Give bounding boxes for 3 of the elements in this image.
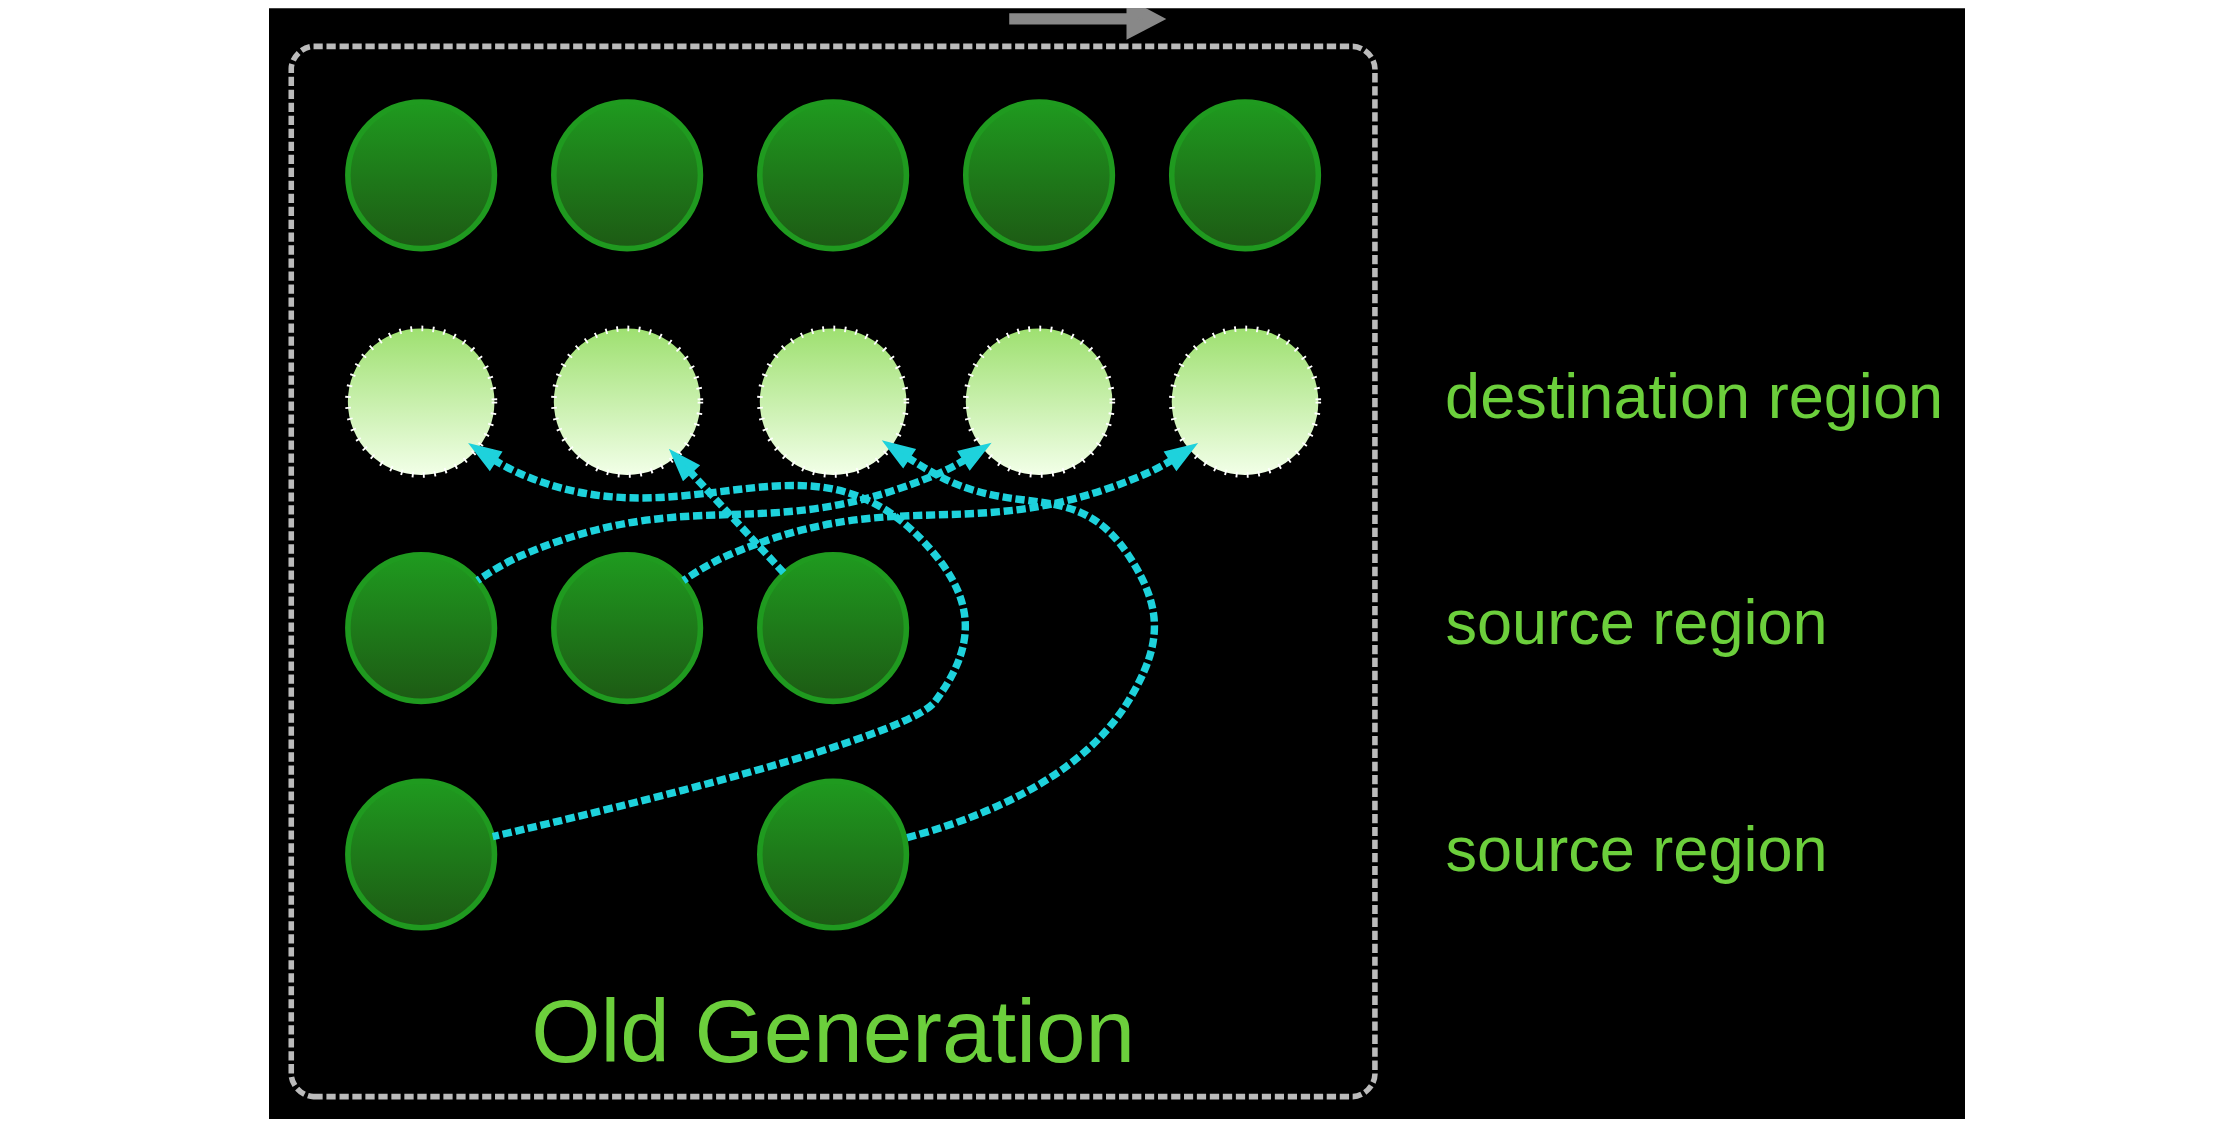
label: destination region — [1445, 360, 1944, 431]
label: source region — [1445, 813, 1828, 884]
label: source region — [1445, 587, 1828, 658]
